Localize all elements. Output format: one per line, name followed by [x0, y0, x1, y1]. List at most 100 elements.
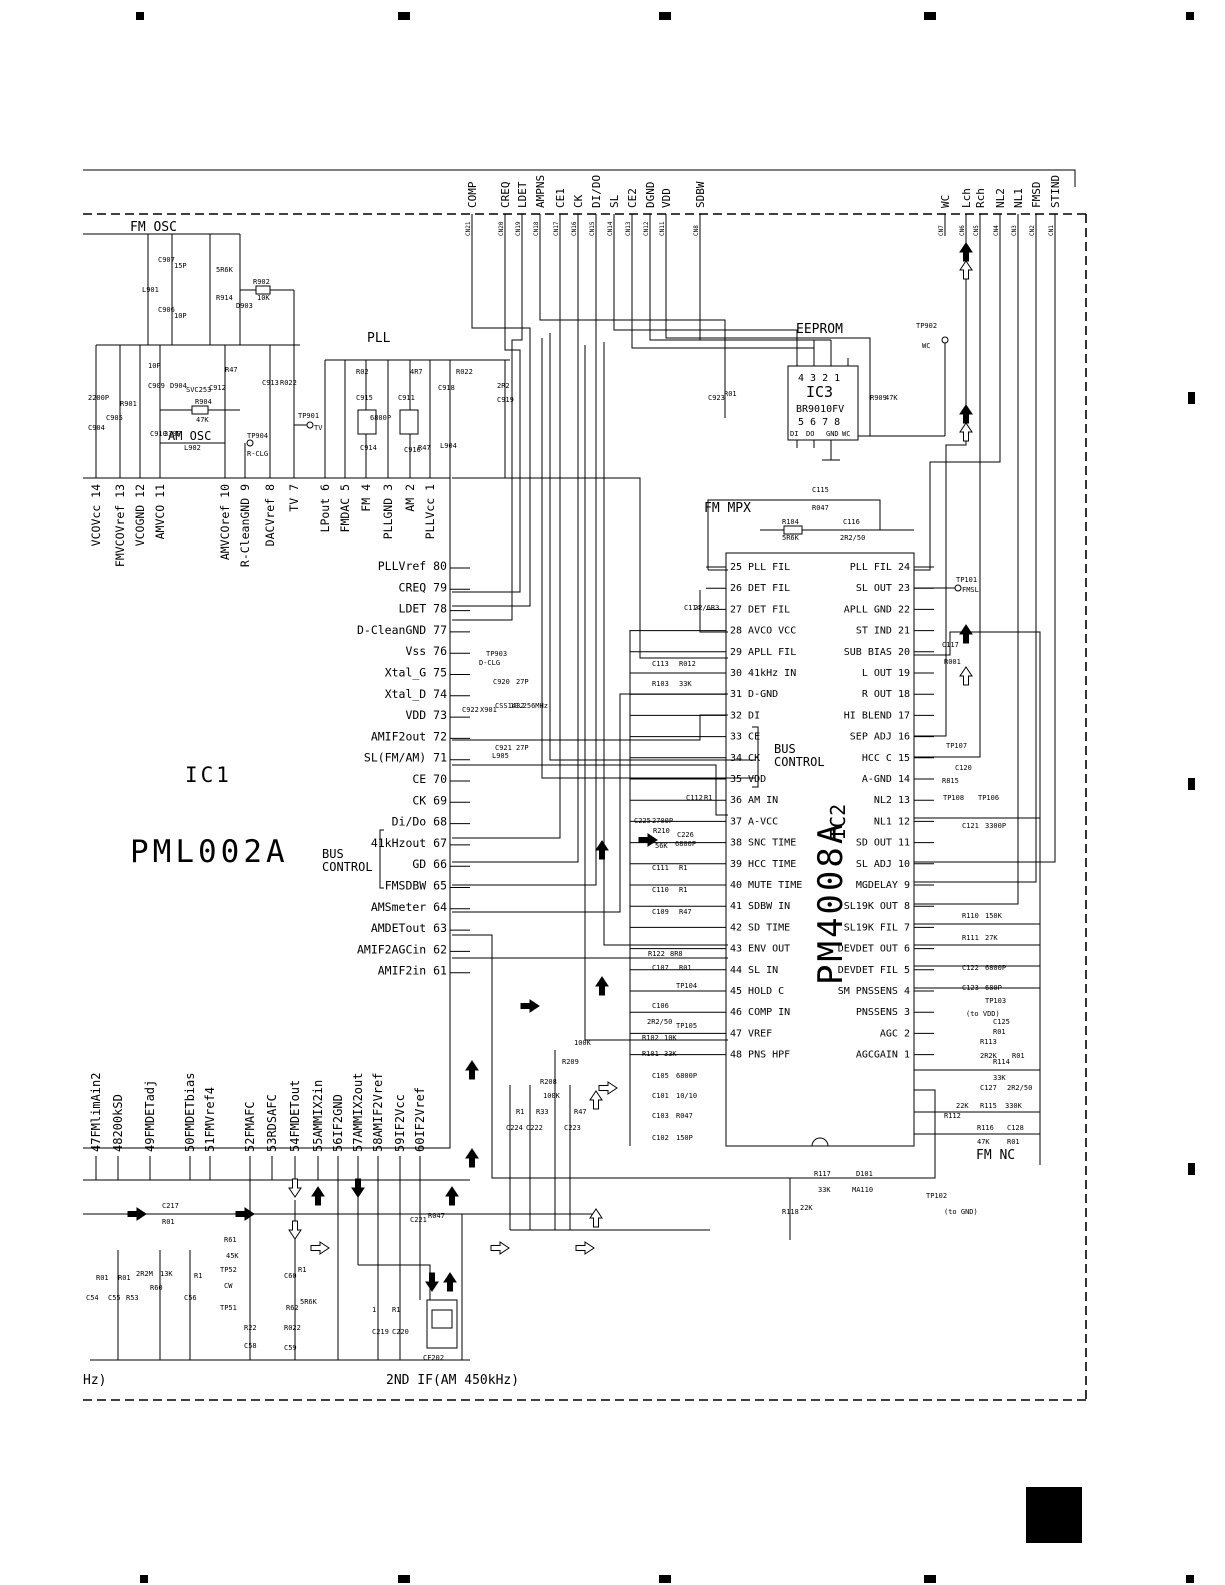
- signal-arrow: [445, 1186, 459, 1206]
- ic2-pin-label: SL OUT 23: [856, 583, 910, 594]
- component-ref: R103: [652, 680, 669, 688]
- component-ref: FMSL: [962, 586, 979, 594]
- component-ref: R047: [676, 1112, 693, 1120]
- component-ref: R112: [944, 1112, 961, 1120]
- signal-arrow: [425, 1272, 439, 1292]
- component-ref: C921: [495, 744, 512, 752]
- ic1-pin-label: 41kHzout 67: [371, 836, 447, 850]
- ic1-pin-label: AMSmeter 64: [371, 900, 447, 914]
- component-ref: R904: [195, 398, 212, 406]
- component-ref: 150P: [676, 1134, 693, 1142]
- conn-right-signal: WC: [939, 195, 952, 208]
- connector-left: COMPCN21CREQCN20LDETCN19AMPNSCN18CE1CN17…: [465, 175, 707, 236]
- ic1-pin-label: FMVCOVref 13: [113, 484, 127, 567]
- component-ref: R047: [812, 504, 829, 512]
- conn-left-pin: CN11: [659, 221, 666, 236]
- ic1-pin-label: Vss 76: [405, 644, 447, 658]
- conn-left-pin: CN13: [625, 221, 632, 236]
- component-ref: 2200P: [88, 394, 109, 402]
- component-ref: C114: [684, 604, 701, 612]
- ic3-pin-di: DI: [790, 430, 798, 438]
- ic2-ref: IC2: [826, 804, 850, 840]
- component-ref: C916: [404, 446, 421, 454]
- component-ref: 2R2M: [136, 1270, 153, 1278]
- conn-left-signal: COMP: [466, 181, 479, 208]
- component-ref: 22/6R3: [694, 604, 719, 612]
- signal-arrow: [959, 422, 973, 442]
- page-number-block: [1026, 1487, 1082, 1543]
- component-ref: TP108: [943, 794, 964, 802]
- conn-left-signal: VDD: [660, 188, 673, 208]
- component-ref: 5R6K: [300, 1298, 318, 1306]
- ic1-pin-label: SL(FM/AM) 71: [364, 751, 447, 765]
- ic2-pin-label: AGCGAIN 1: [856, 1050, 910, 1061]
- component-ref: C122: [962, 964, 979, 972]
- section-labels: FM OSC AM OSC PLL EEPROM FM MPX FM NC 2N…: [83, 220, 1015, 1388]
- component-ref: C905: [106, 414, 123, 422]
- component-ref: R022: [280, 379, 297, 387]
- ic1-pin-label: 54FMDETout: [288, 1080, 302, 1152]
- conn-right-signal: Rch: [974, 188, 987, 208]
- component-ref: 1: [372, 1306, 376, 1314]
- ic1-pin-label: AMIF2in 61: [378, 964, 447, 978]
- ic3-block: IC3 BR9010FV 4 3 2 1 5 6 7 8 DI DO GND W…: [787, 340, 945, 461]
- component-ref: 22K: [956, 1102, 969, 1110]
- component-ref: R208: [540, 1078, 557, 1086]
- component-ref: C102: [652, 1134, 669, 1142]
- component-ref: C912: [209, 384, 226, 392]
- ic1-pin-label: 56IF2GND: [331, 1094, 345, 1152]
- conn-left-pin: CN20: [498, 221, 505, 236]
- ic2-pin-label: 46 COMP IN: [730, 1007, 790, 1018]
- component-ref: 27K: [985, 934, 998, 942]
- signal-arrow: [959, 666, 973, 686]
- ic2-pin-label: L OUT 19: [862, 668, 910, 679]
- conn-left-pin: CN19: [515, 221, 522, 236]
- component-ref: C919: [497, 396, 514, 404]
- component-ref: R61: [224, 1236, 237, 1244]
- ic1-pin-label: TV 7: [287, 484, 301, 512]
- component-ref: 47K: [885, 394, 898, 402]
- component-ref: 13K: [160, 1270, 173, 1278]
- component-ref: R1: [298, 1266, 306, 1274]
- ic1-pin-label: VCOVcc 14: [89, 484, 103, 546]
- conn-left-pin: CN14: [607, 221, 614, 236]
- conn-right-pin: CN3: [1011, 225, 1018, 236]
- ic1-bus-label-2: CONTROL: [322, 860, 373, 874]
- signal-arrow: [443, 1272, 457, 1292]
- fm-mpx-label: FM MPX: [704, 501, 751, 516]
- component-ref: TP107: [946, 742, 967, 750]
- component-ref: C914: [360, 444, 377, 452]
- ic1-pin-label: 50FMDETbias: [183, 1073, 197, 1152]
- ic3-pin-gnd: GND: [826, 430, 839, 438]
- conn-left-signal: DI/DO: [590, 175, 603, 208]
- ic2-pin-label: NL1 12: [874, 816, 910, 827]
- ic2-pin-label: 35 VDD: [730, 774, 766, 785]
- component-ref: R01: [118, 1274, 131, 1282]
- component-ref: R110: [962, 912, 979, 920]
- ic1-pin-label: GD 66: [412, 857, 447, 871]
- signal-arrow: [595, 976, 609, 996]
- component-ref: R02: [356, 368, 369, 376]
- ic1-pin-label: 60IF2Vref: [413, 1087, 427, 1152]
- ic2-pin-label: 28 AVCO VCC: [730, 626, 796, 637]
- component-ref: R1: [194, 1272, 202, 1280]
- conn-left-signal: AMPNS: [534, 175, 547, 208]
- component-ref: 10P: [148, 362, 161, 370]
- fm-osc-label: FM OSC: [130, 220, 177, 235]
- component-ref: C222: [526, 1124, 543, 1132]
- component-ref: C60: [284, 1272, 297, 1280]
- ic1-pin-label: LDET 78: [399, 602, 448, 616]
- signal-arrow: [520, 999, 540, 1013]
- conn-left-signal: CREQ: [499, 182, 512, 209]
- ic2-pin-label: 41 SDBW IN: [730, 901, 790, 912]
- component-ref: 10/10: [676, 1092, 697, 1100]
- component-ref: TP106: [978, 794, 999, 802]
- component-ref: C224: [506, 1124, 523, 1132]
- ic1-pin-label: PLLVref 80: [378, 559, 447, 573]
- ic2-pin-label: 43 ENV OUT: [730, 944, 790, 955]
- signal-arrow: [351, 1178, 365, 1198]
- component-ref: L901: [142, 286, 159, 294]
- component-ref: TP902: [916, 322, 937, 330]
- component-ref: R1: [679, 864, 687, 872]
- component-ref: TP52: [220, 1266, 237, 1274]
